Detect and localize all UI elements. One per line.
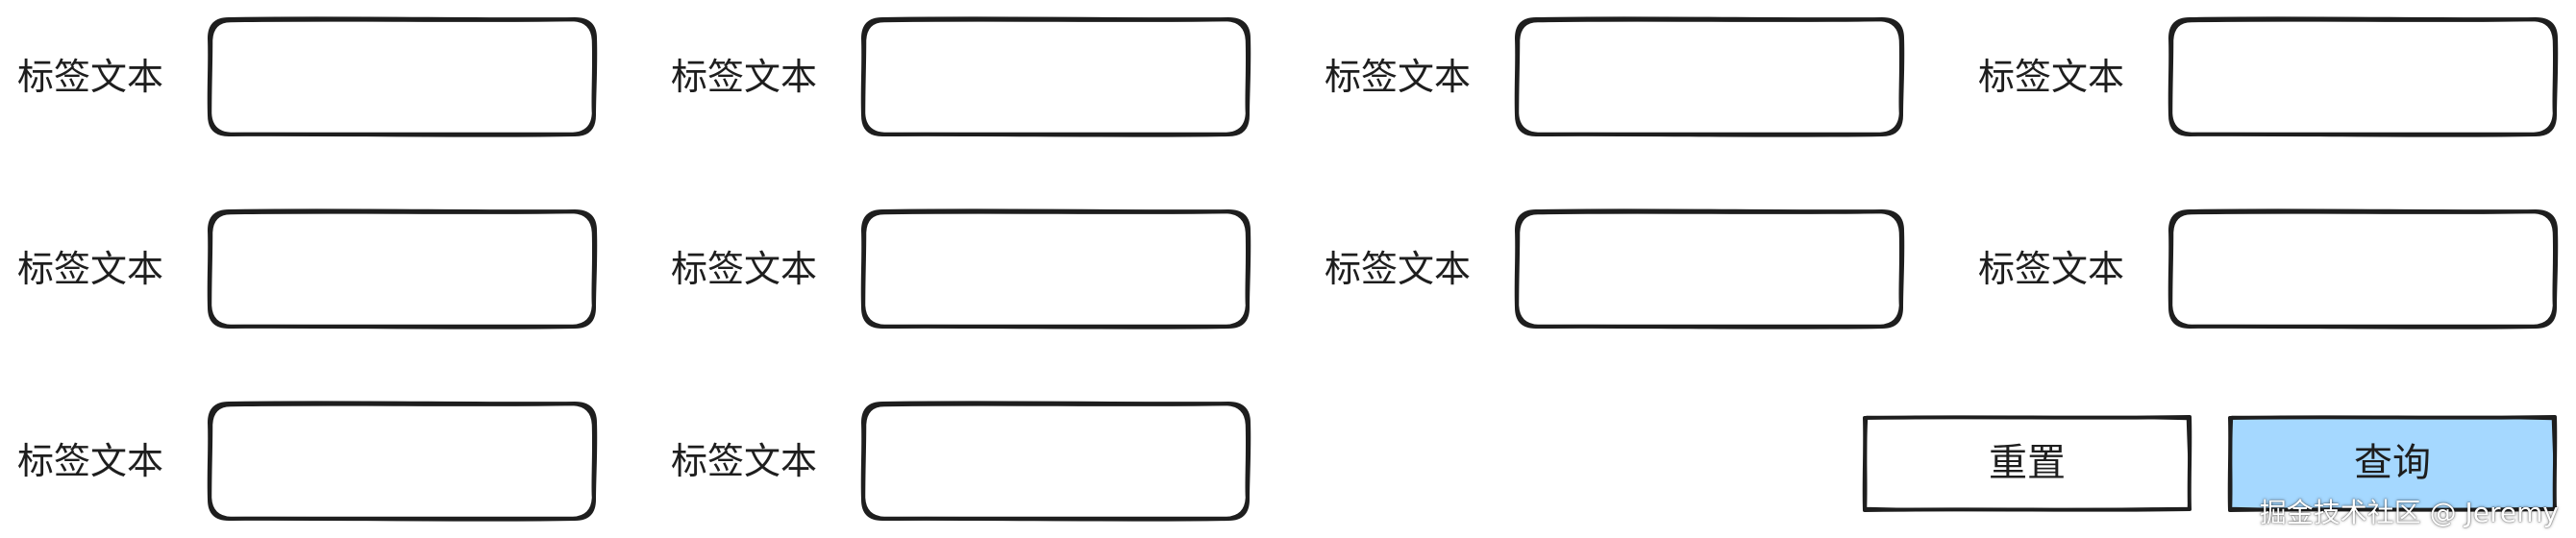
field-label: 标签文本 bbox=[1978, 248, 2125, 290]
field-label: 标签文本 bbox=[671, 248, 818, 290]
text-input[interactable] bbox=[1514, 16, 1905, 137]
text-input[interactable] bbox=[860, 16, 1251, 137]
text-input-field[interactable] bbox=[221, 31, 586, 125]
form-row-2: 标签文本 标签文本 标签文本 标签文本 bbox=[0, 208, 2576, 330]
form-field: 标签文本 bbox=[17, 208, 613, 330]
text-input-field[interactable] bbox=[2182, 31, 2547, 125]
field-label: 标签文本 bbox=[1978, 56, 2125, 98]
field-label: 标签文本 bbox=[671, 56, 818, 98]
text-input[interactable] bbox=[2167, 208, 2559, 330]
query-button-label: 查询 bbox=[2354, 441, 2431, 485]
text-input-field[interactable] bbox=[875, 31, 1240, 125]
reset-button-label: 重置 bbox=[1989, 441, 2066, 485]
text-input-field[interactable] bbox=[875, 223, 1240, 317]
text-input-field[interactable] bbox=[1528, 31, 1894, 125]
form-row-1: 标签文本 标签文本 标签文本 标签文本 bbox=[0, 16, 2576, 137]
text-input-field[interactable] bbox=[221, 415, 586, 509]
form-field: 标签文本 bbox=[17, 16, 613, 137]
form-field: 标签文本 bbox=[1978, 16, 2574, 137]
form-row-3: 标签文本 标签文本 bbox=[0, 401, 2576, 522]
field-label: 标签文本 bbox=[17, 56, 164, 98]
text-input[interactable] bbox=[1514, 208, 1905, 330]
text-input[interactable] bbox=[860, 401, 1251, 522]
text-input[interactable] bbox=[207, 16, 598, 137]
query-button[interactable]: 查询 bbox=[2227, 415, 2558, 512]
watermark: 掘金技术社区 @ Jeremy bbox=[2259, 497, 2559, 528]
field-label: 标签文本 bbox=[17, 440, 164, 482]
form-field: 标签文本 bbox=[17, 401, 613, 522]
text-input-field[interactable] bbox=[875, 415, 1240, 509]
text-input[interactable] bbox=[860, 208, 1251, 330]
form-field: 标签文本 bbox=[1325, 208, 1920, 330]
text-input[interactable] bbox=[2167, 16, 2559, 137]
form-field: 标签文本 bbox=[1325, 16, 1920, 137]
form-field: 标签文本 bbox=[671, 16, 1267, 137]
reset-button[interactable]: 重置 bbox=[1862, 415, 2192, 512]
form-field: 标签文本 bbox=[1978, 208, 2574, 330]
form-field: 标签文本 bbox=[671, 401, 1267, 522]
field-label: 标签文本 bbox=[17, 248, 164, 290]
text-input[interactable] bbox=[207, 401, 598, 522]
text-input-field[interactable] bbox=[221, 223, 586, 317]
text-input-field[interactable] bbox=[2182, 223, 2547, 317]
text-input[interactable] bbox=[207, 208, 598, 330]
form-field: 标签文本 bbox=[671, 208, 1267, 330]
field-label: 标签文本 bbox=[1325, 248, 1472, 290]
text-input-field[interactable] bbox=[1528, 223, 1894, 317]
field-label: 标签文本 bbox=[1325, 56, 1472, 98]
field-label: 标签文本 bbox=[671, 440, 818, 482]
